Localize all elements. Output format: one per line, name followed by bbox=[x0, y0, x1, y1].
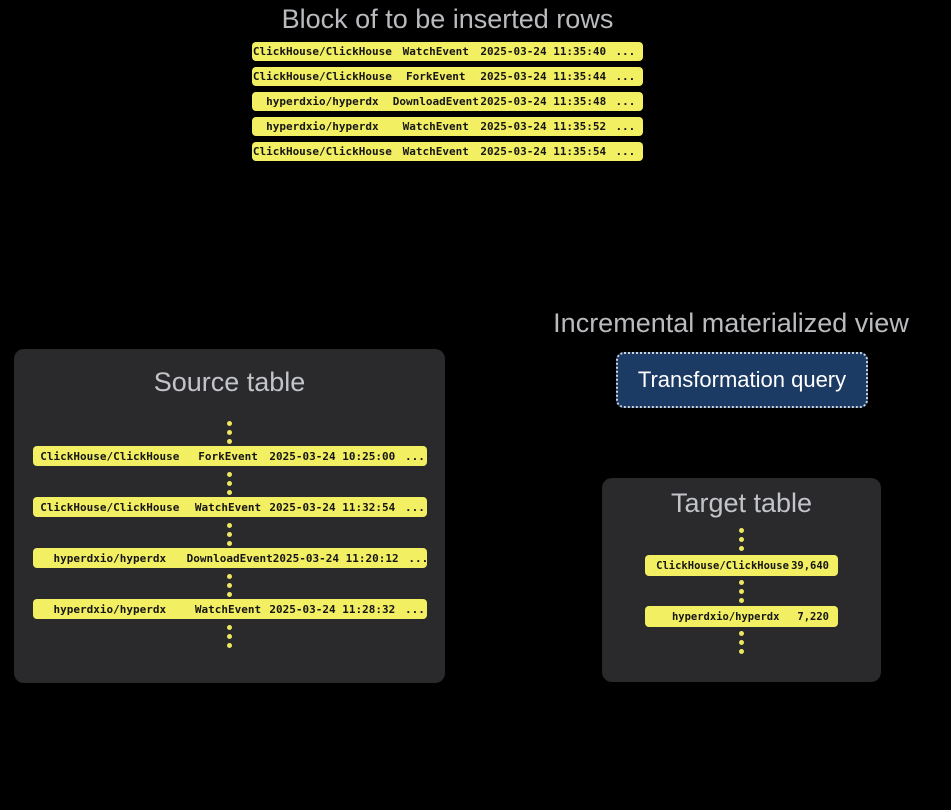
vertical-ellipsis-icon bbox=[602, 580, 881, 603]
target-table-title: Target table bbox=[670, 488, 813, 518]
row-timestamp: 2025-03-24 11:35:48 bbox=[480, 95, 607, 108]
table-row: ClickHouse/ClickHouse ForkEvent 2025-03-… bbox=[33, 446, 427, 466]
row-timestamp: 2025-03-24 11:35:52 bbox=[480, 120, 607, 133]
source-table-title: Source table bbox=[153, 367, 306, 397]
inserted-block-title: Block of to be inserted rows bbox=[281, 4, 614, 34]
target-table-panel: Target table ClickHouse/ClickHouse 39,64… bbox=[602, 478, 881, 682]
table-row: ClickHouse/ClickHouse ForkEvent 2025-03-… bbox=[252, 67, 643, 86]
row-ellipsis: ... bbox=[615, 70, 636, 83]
row-count: 7,220 bbox=[797, 610, 829, 623]
row-ellipsis: ... bbox=[408, 551, 429, 565]
row-event: DownloadEvent bbox=[186, 551, 273, 565]
row-timestamp: 2025-03-24 11:20:12 bbox=[272, 551, 399, 565]
table-row: hyperdxio/hyperdx 7,220 bbox=[645, 606, 838, 627]
inserted-block-rows: ClickHouse/ClickHouse WatchEvent 2025-03… bbox=[252, 42, 643, 167]
row-ellipsis: ... bbox=[404, 602, 425, 616]
vertical-ellipsis-icon bbox=[14, 574, 445, 597]
row-repo: hyperdxio/hyperdx bbox=[53, 551, 167, 565]
row-repo: ClickHouse/ClickHouse bbox=[40, 500, 180, 514]
vertical-ellipsis-icon bbox=[14, 472, 445, 495]
row-timestamp: 2025-03-24 11:32:54 bbox=[269, 500, 396, 514]
row-ellipsis: ... bbox=[615, 120, 636, 133]
table-row: hyperdxio/hyperdx DownloadEvent 2025-03-… bbox=[252, 92, 643, 111]
row-repo: ClickHouse/ClickHouse bbox=[40, 449, 180, 463]
row-event: WatchEvent bbox=[194, 500, 262, 514]
row-event: ForkEvent bbox=[198, 449, 258, 463]
row-event: WatchEvent bbox=[194, 602, 262, 616]
row-event: WatchEvent bbox=[402, 120, 469, 133]
row-event: WatchEvent bbox=[402, 145, 469, 158]
materialized-view-title: Incremental materialized view bbox=[553, 308, 909, 338]
row-repo: ClickHouse/ClickHouse bbox=[252, 70, 392, 83]
vertical-ellipsis-icon bbox=[14, 523, 445, 546]
transformation-query-button: Transformation query bbox=[616, 352, 868, 408]
row-ellipsis: ... bbox=[404, 449, 425, 463]
row-repo: ClickHouse/ClickHouse bbox=[252, 145, 392, 158]
row-repo: ClickHouse/ClickHouse bbox=[656, 559, 789, 572]
row-ellipsis: ... bbox=[404, 500, 425, 514]
row-count: 39,640 bbox=[791, 559, 829, 572]
table-row: ClickHouse/ClickHouse WatchEvent 2025-03… bbox=[252, 142, 643, 161]
row-ellipsis: ... bbox=[615, 95, 636, 108]
row-ellipsis: ... bbox=[615, 45, 636, 58]
row-timestamp: 2025-03-24 11:28:32 bbox=[269, 602, 396, 616]
vertical-ellipsis-icon bbox=[14, 625, 445, 648]
table-row: ClickHouse/ClickHouse 39,640 bbox=[645, 555, 838, 576]
row-repo: hyperdxio/hyperdx bbox=[266, 120, 379, 133]
row-ellipsis: ... bbox=[615, 145, 636, 158]
row-event: WatchEvent bbox=[402, 45, 469, 58]
table-row: hyperdxio/hyperdx WatchEvent 2025-03-24 … bbox=[252, 117, 643, 136]
row-repo: hyperdxio/hyperdx bbox=[53, 602, 167, 616]
row-timestamp: 2025-03-24 11:35:44 bbox=[480, 70, 607, 83]
row-event: ForkEvent bbox=[405, 70, 466, 83]
row-timestamp: 2025-03-24 10:25:00 bbox=[269, 449, 396, 463]
table-row: hyperdxio/hyperdx DownloadEvent 2025-03-… bbox=[33, 548, 428, 568]
vertical-ellipsis-icon bbox=[602, 631, 881, 654]
row-repo: hyperdxio/hyperdx bbox=[671, 610, 780, 623]
row-event: DownloadEvent bbox=[392, 95, 479, 108]
row-timestamp: 2025-03-24 11:35:54 bbox=[480, 145, 607, 158]
row-repo: ClickHouse/ClickHouse bbox=[252, 45, 392, 58]
source-table-panel: Source table ClickHouse/ClickHouse ForkE… bbox=[14, 349, 445, 683]
row-timestamp: 2025-03-24 11:35:40 bbox=[480, 45, 607, 58]
vertical-ellipsis-icon bbox=[14, 421, 445, 444]
table-row: ClickHouse/ClickHouse WatchEvent 2025-03… bbox=[33, 497, 427, 517]
vertical-ellipsis-icon bbox=[602, 528, 881, 551]
row-repo: hyperdxio/hyperdx bbox=[266, 95, 379, 108]
table-row: hyperdxio/hyperdx WatchEvent 2025-03-24 … bbox=[33, 599, 427, 619]
table-row: ClickHouse/ClickHouse WatchEvent 2025-03… bbox=[252, 42, 643, 61]
